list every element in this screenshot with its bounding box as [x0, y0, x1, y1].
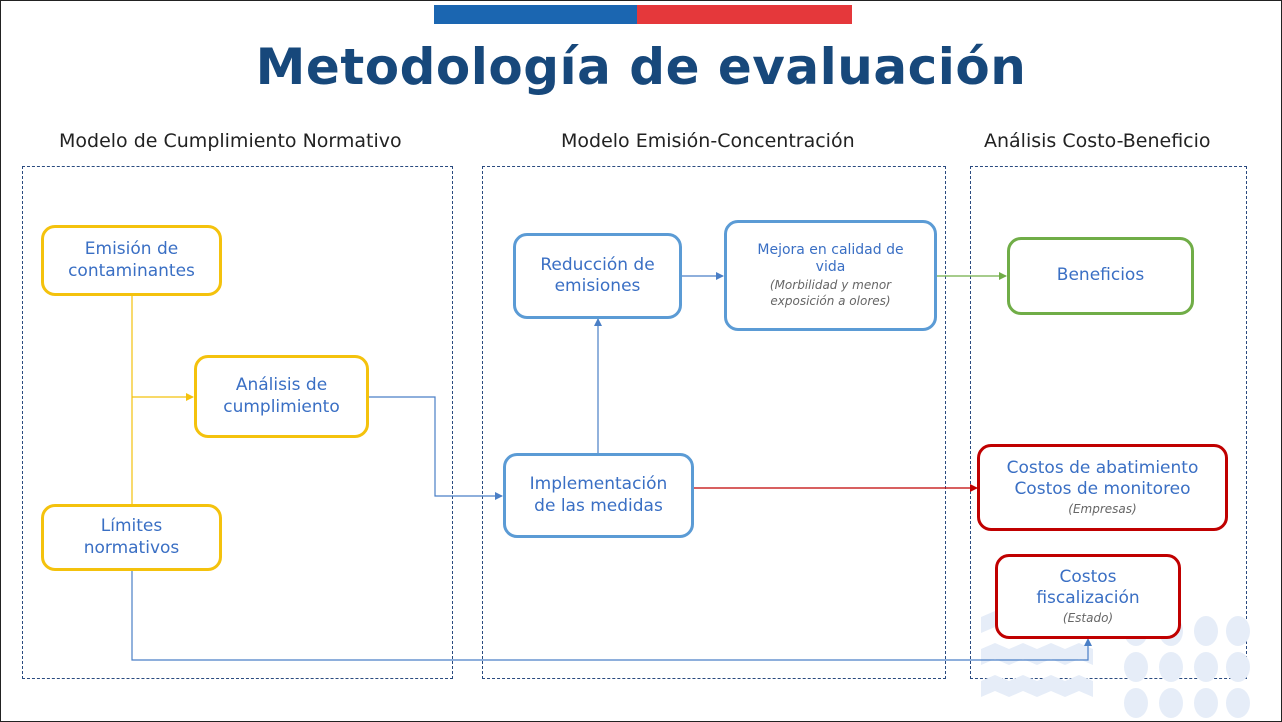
arrow-limites-to-fiscalizacion [131, 569, 1092, 661]
arrow-analisis-to-implementacion [369, 396, 503, 500]
panel-costo-beneficio [970, 166, 1247, 679]
node-implementacion-line1: Implementación [529, 474, 668, 495]
node-beneficios-line1: Beneficios [1056, 265, 1145, 286]
section-title-middle: Modelo Emisión-Concentración [561, 130, 855, 152]
node-analisis-line1: Análisis de [235, 375, 328, 396]
node-reduccion-line2: emisiones [554, 276, 641, 296]
section-title-right: Análisis Costo-Beneficio [984, 130, 1211, 152]
panel-cumplimiento [22, 166, 453, 679]
node-implementacion-line2: de las medidas [534, 495, 663, 516]
node-costos-sub: (Empresas) [1068, 501, 1137, 516]
node-reduccion-emisiones: Reducción de emisiones [513, 233, 682, 319]
node-fiscalizacion-line2: fiscalización [1036, 588, 1140, 609]
node-fiscalizacion-line1: Costos [1059, 567, 1117, 588]
node-emision-line1: Emisión de [84, 239, 179, 260]
top-bar-blue [434, 5, 637, 24]
section-title-left: Modelo de Cumplimiento Normativo [59, 130, 402, 152]
node-mejora-calidad-vida: Mejora en calidad de vida (Morbilidad y … [724, 220, 937, 331]
node-fiscalizacion-sub: (Estado) [1062, 610, 1114, 625]
node-implementacion-medidas: Implementación de las medidas [503, 453, 694, 538]
node-mejora-sub1: (Morbilidad y menor [769, 277, 892, 292]
node-emision-contaminantes: Emisión de contaminantes [41, 225, 222, 296]
node-beneficios: Beneficios [1007, 237, 1194, 315]
node-costos-line1: Costos de abatimiento [1006, 458, 1199, 479]
node-costos-line2: Costos de monitoreo [1014, 479, 1191, 500]
node-costos-fiscalizacion: Costos fiscalización (Estado) [995, 554, 1181, 639]
node-limites-line1: Límites [100, 516, 163, 537]
top-bar-red [637, 5, 852, 24]
node-mejora-line2: vida [815, 259, 846, 276]
node-limites-line2: normativos [83, 537, 180, 558]
panel-emision-concentracion [482, 166, 946, 679]
node-analisis-line2: cumplimiento [223, 396, 340, 417]
node-mejora-line1: Mejora en calidad de [757, 241, 904, 258]
node-emision-line2: contaminantes [68, 260, 195, 281]
node-mejora-sub2: exposición a olores) [770, 294, 891, 308]
node-reduccion-line1: Reducción de [540, 254, 655, 275]
node-limites-normativos: Límites normativos [41, 504, 222, 571]
node-costos-abatimiento-monitoreo: Costos de abatimiento Costos de monitore… [977, 444, 1228, 531]
node-analisis-cumplimiento: Análisis de cumplimiento [194, 355, 369, 438]
page-title: Metodología de evaluación [255, 38, 1027, 96]
watermark-logo [981, 611, 1250, 718]
